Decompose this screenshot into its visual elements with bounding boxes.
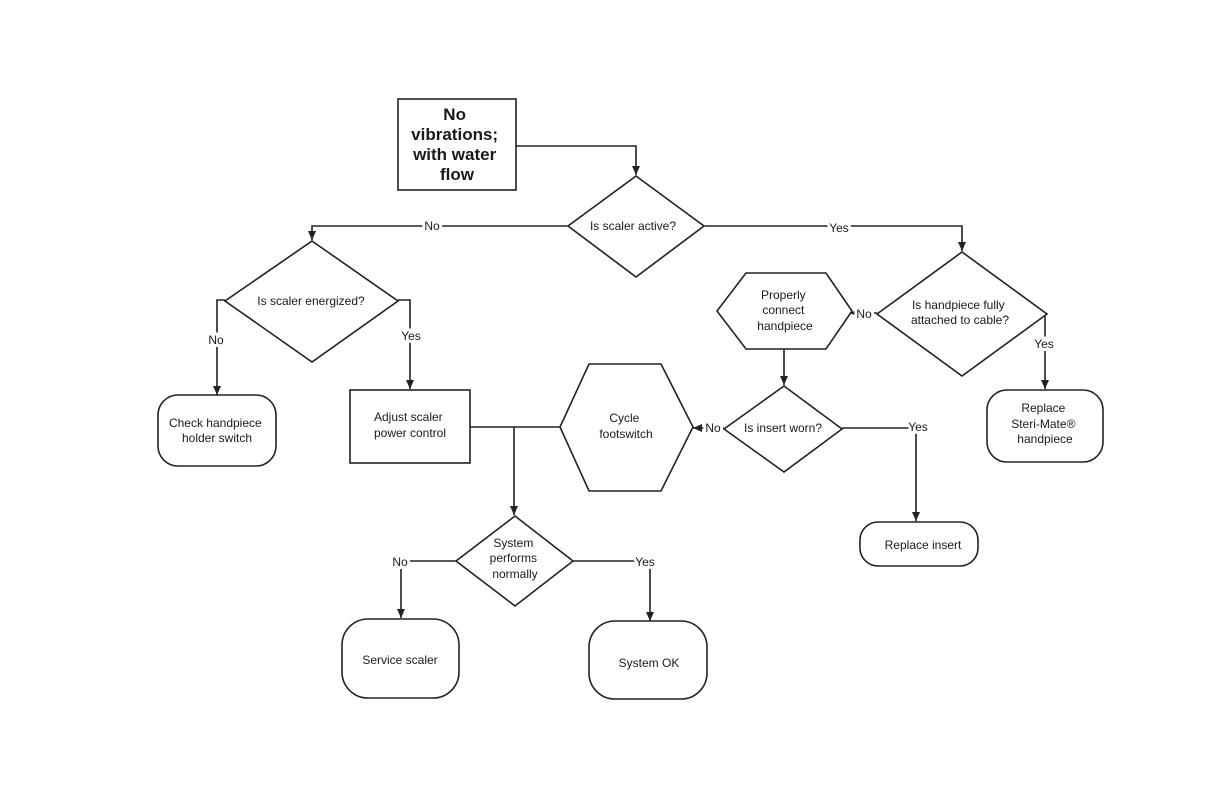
node-service-scaler: Service scaler <box>341 618 460 699</box>
node-replace-handpiece-line: handpiece <box>1017 432 1073 446</box>
node-check-holder: Check handpiece holder switch <box>157 394 277 467</box>
node-cycle-footswitch-line: Cycle <box>609 411 639 425</box>
node-check-holder-line: holder switch <box>182 431 252 445</box>
edge-active-no <box>308 225 568 240</box>
edge-start-to-active <box>516 145 640 175</box>
edge-label-attached-yes: Yes <box>1034 337 1054 351</box>
edges: No Yes No Yes No Yes No Yes No Y <box>205 145 1057 621</box>
svg-text:Check handpiece holder: Check handpiece holder switch <box>169 416 265 445</box>
svg-text:Replace insert: Replace insert <box>885 538 962 552</box>
node-adjust-power-line: Adjust scaler <box>374 410 443 424</box>
nodes: No vibrations; with water flow Is scaler… <box>157 98 1104 700</box>
edge-label-normal-no: No <box>392 555 408 569</box>
edge-active-yes <box>704 225 966 251</box>
edge-label-worn-no: No <box>705 421 721 435</box>
node-scaler-active: Is scaler active? <box>566 175 706 278</box>
svg-text:Is insert worn?: Is insert worn? <box>744 421 822 435</box>
node-handpiece-attached: Is handpiece fully attached to cable? <box>875 251 1049 377</box>
node-check-holder-line: Check handpiece <box>169 416 262 430</box>
svg-text:System OK: System OK <box>619 656 680 670</box>
svg-text:Is scaler energized?: Is scaler energized? <box>257 294 365 308</box>
svg-text:Is scaler active?: Is scaler active? <box>590 219 676 233</box>
node-replace-insert: Replace insert <box>859 521 979 567</box>
svg-text:Service scaler: Service scaler <box>362 653 437 667</box>
node-replace-insert-line: Replace insert <box>885 538 962 552</box>
edge-label-normal-yes: Yes <box>635 555 655 569</box>
node-start-line: with water <box>412 145 497 164</box>
node-system-ok: System OK <box>588 620 708 700</box>
node-start-line: No <box>443 105 466 124</box>
node-scaler-active-line: Is scaler active? <box>590 219 676 233</box>
edge-normal-no <box>397 560 456 618</box>
svg-text:Is handpiece fully att: Is handpiece fully attached to cable? <box>911 298 1009 327</box>
node-cycle-footswitch: Cycle footswitch <box>559 363 694 492</box>
edge-label-energized-yes: Yes <box>401 329 421 343</box>
edge-label-attached-no: No <box>856 307 872 321</box>
node-cycle-footswitch-line: footswitch <box>599 427 652 441</box>
node-properly-connect-line: handpiece <box>757 319 813 333</box>
edge-label-active-no: No <box>424 219 440 233</box>
svg-text:Adjust scaler power co: Adjust scaler power control <box>374 410 446 440</box>
edge-energized-yes <box>398 299 414 389</box>
svg-text:Replace Steri-Mate®: Replace Steri-Mate® handpiece <box>1011 401 1079 446</box>
edge-label-active-yes: Yes <box>829 221 849 235</box>
edge-normal-yes <box>573 560 654 621</box>
edge-energized-no <box>213 299 225 395</box>
edge-label-energized-no: No <box>208 333 224 347</box>
node-system-normal-line: System <box>493 536 533 550</box>
edge-label-worn-yes: Yes <box>908 420 928 434</box>
node-properly-connect: Properly connect handpiece <box>715 272 853 350</box>
node-start-line: vibrations; <box>411 125 498 144</box>
node-handpiece-attached-line: Is handpiece fully <box>912 298 1005 312</box>
svg-text:No vibrations;: No vibrations; with water flow <box>411 105 503 184</box>
node-insert-worn-line: Is insert worn? <box>744 421 822 435</box>
node-scaler-energized-line: Is scaler energized? <box>257 294 365 308</box>
node-system-ok-line: System OK <box>619 656 680 670</box>
node-adjust-power: Adjust scaler power control <box>349 389 471 464</box>
node-handpiece-attached-line: attached to cable? <box>911 313 1009 327</box>
node-system-normal: System performs normally <box>454 514 575 608</box>
node-adjust-power-line: power control <box>374 426 446 440</box>
node-service-scaler-line: Service scaler <box>362 653 437 667</box>
svg-text:Properly connect: Properly connect handpiece <box>757 288 813 333</box>
node-replace-handpiece-line: Steri-Mate® <box>1011 417 1075 431</box>
node-properly-connect-line: Properly <box>761 288 806 302</box>
node-insert-worn: Is insert worn? <box>722 385 844 473</box>
node-system-normal-line: normally <box>492 567 537 581</box>
node-replace-handpiece: Replace Steri-Mate® handpiece <box>986 389 1104 463</box>
node-properly-connect-line: connect <box>762 303 805 317</box>
node-scaler-energized: Is scaler energized? <box>223 240 400 363</box>
node-start-line: flow <box>440 165 475 184</box>
edge-worn-yes <box>842 427 920 521</box>
node-system-normal-line: performs <box>490 551 537 565</box>
svg-text:Cycle footswitch: Cycle footswitch <box>599 411 652 441</box>
node-start: No vibrations; with water flow <box>397 98 517 191</box>
node-replace-handpiece-line: Replace <box>1021 401 1065 415</box>
svg-text:System performs: System performs normally <box>490 536 541 581</box>
